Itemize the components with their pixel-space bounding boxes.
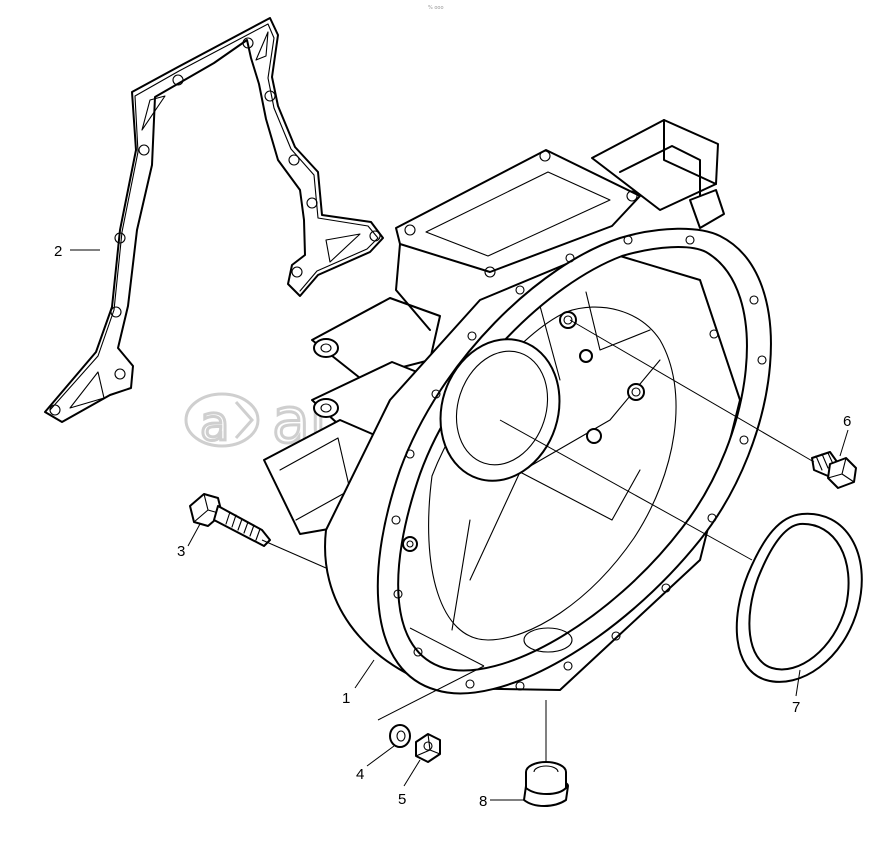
part-label-3: 3 [177,543,185,560]
watermark-logo-icon: a [184,392,260,454]
part-label-4: 4 [356,766,364,783]
part-label-6: 6 [843,413,851,430]
seal-ring-part [735,512,863,683]
gasket-hole-icon [49,37,381,416]
part-label-5: 5 [398,791,406,808]
plug-part [523,761,569,807]
screw-part [811,451,857,489]
part-label-8: 8 [479,793,487,810]
gasket-part [44,17,384,423]
washer-part [389,724,411,748]
nut-part [415,733,441,763]
part-label-2: 2 [54,243,62,260]
bolt-part [189,493,271,547]
flange-hole-icon [391,235,767,691]
flywheel-housing-part [263,119,772,695]
svg-text:a: a [200,396,229,452]
part-label-1: 1 [342,690,350,707]
part-label-7: 7 [792,699,800,716]
leader-lines [70,249,849,801]
corner-mark: % ooo [428,5,444,11]
